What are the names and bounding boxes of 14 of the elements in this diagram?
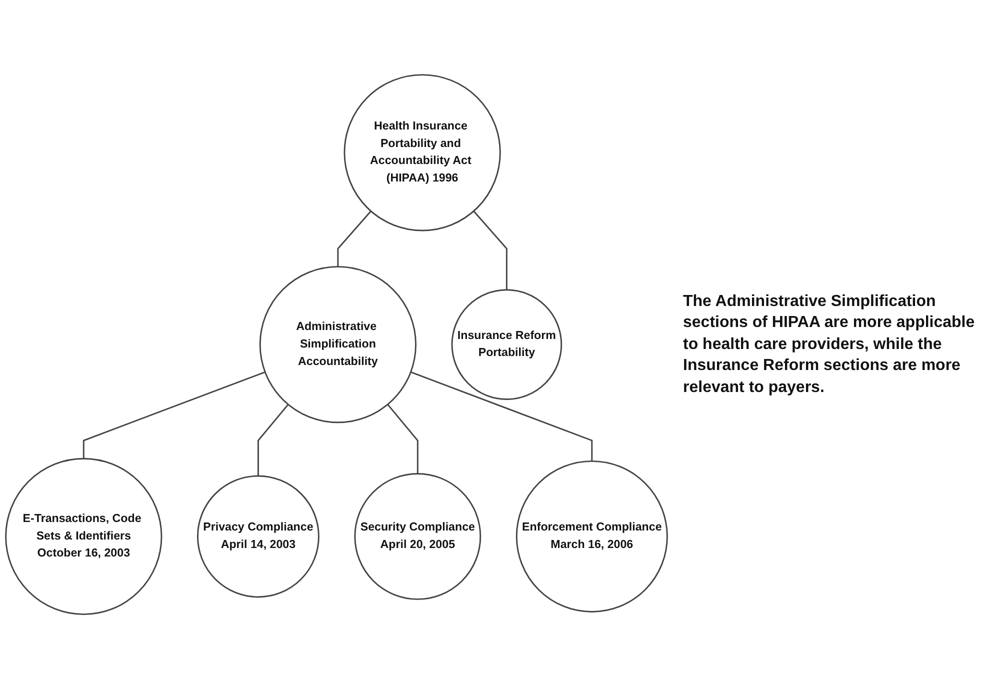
connector [82,371,266,459]
node-circle: E-Transactions, Code Sets & Identifiers October 16, 2003 [5,458,162,615]
node-circle: Security Compliance April 20, 2005 [354,472,482,600]
connector [257,404,289,476]
node-circle: Privacy Compliance April 14, 2003 [196,475,320,598]
node-circle: Enforcement Compliance March 16, 2006 [516,460,668,612]
node-circle: Administrative Simplification Accountability [259,266,417,424]
note-text: The Administrative Simplification sections of HIPAA are more applicable to health care providers, while the Insurance Reform sections are more relevant to payers. [683,292,976,398]
connector [473,210,508,290]
connector [337,210,372,267]
node-circle: Insurance Reform Portability [451,289,562,400]
connector [387,404,418,474]
node-circle: Health Insurance Portability and Accountability Act (HIPAA) 1996 [344,74,501,232]
connector [410,371,593,462]
